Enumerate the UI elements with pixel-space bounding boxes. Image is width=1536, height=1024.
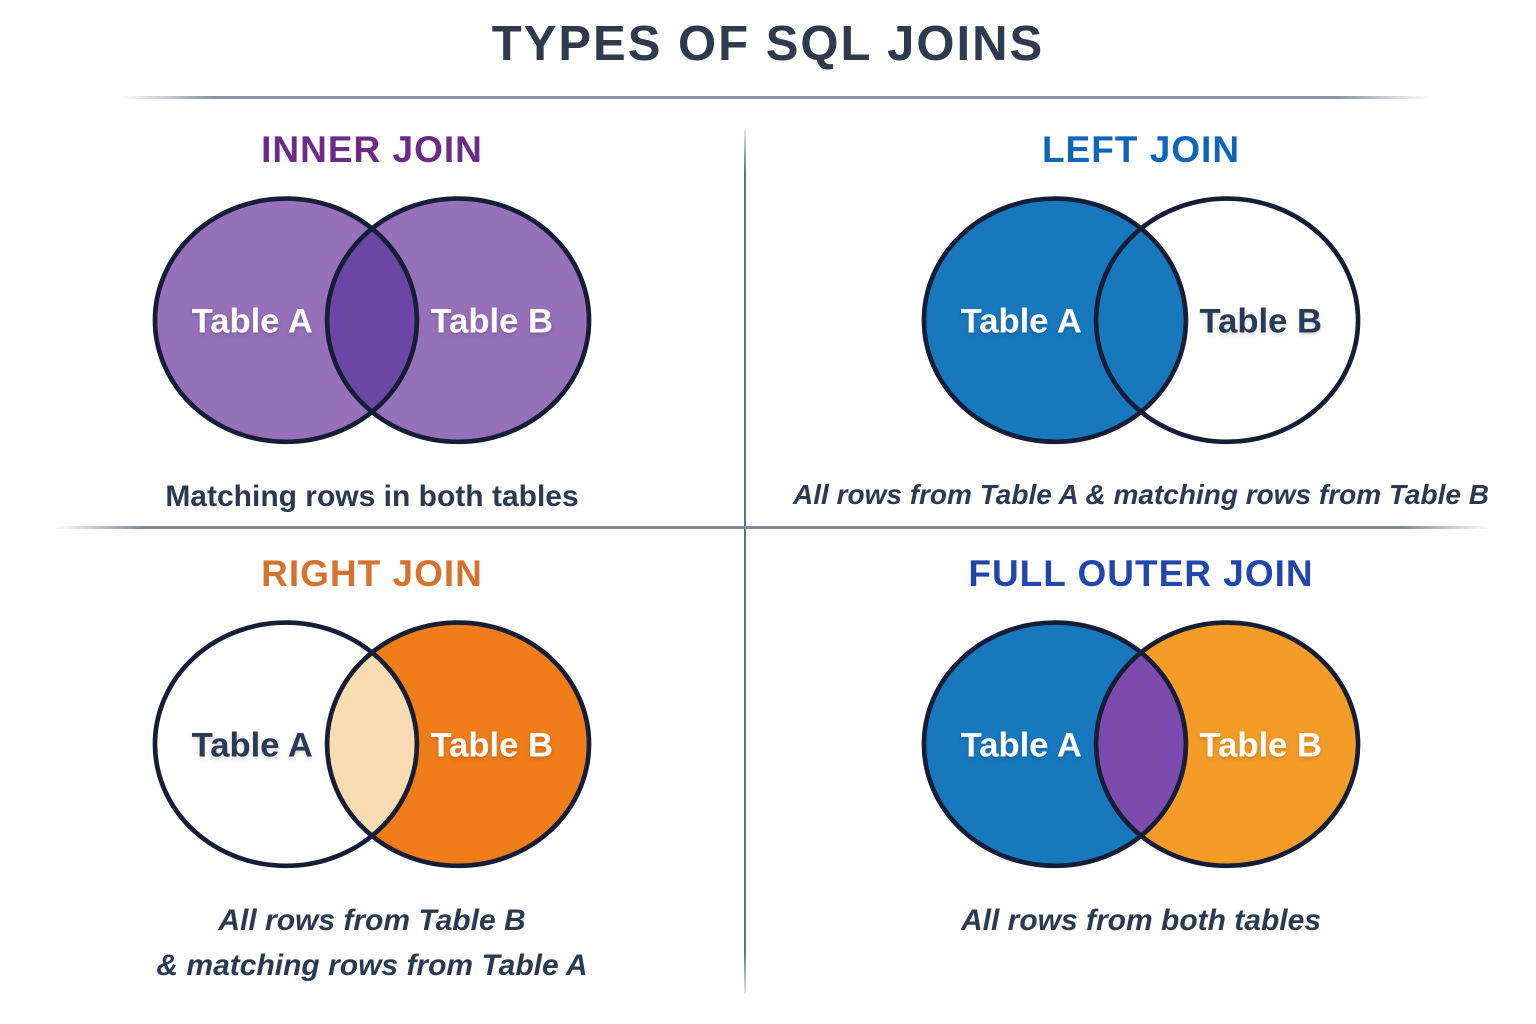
inner-join-caption: Matching rows in both tables xyxy=(165,474,578,519)
page-title: TYPES OF SQL JOINS xyxy=(491,17,1045,71)
caption-line: All rows from Table B xyxy=(218,904,526,938)
circle-b-outline xyxy=(324,196,592,445)
table-a-label: Table A xyxy=(192,727,313,765)
overlap-shape xyxy=(327,198,417,443)
overlap-shape xyxy=(327,622,417,867)
left-join-heading: LEFT JOIN xyxy=(1041,129,1241,170)
circle-b-outline xyxy=(1093,620,1361,869)
table-b-label: Table B xyxy=(431,727,553,765)
quadrant-divider-horizontal xyxy=(55,526,1490,529)
table-a-label: Table A xyxy=(961,303,1082,341)
caption-line: & matching rows from Table A xyxy=(156,949,588,983)
quadrant-divider-vertical xyxy=(744,130,746,994)
inner-join-heading: INNER JOIN xyxy=(261,129,483,170)
caption-line: Matching rows in both tables xyxy=(165,480,579,514)
right-join-heading: RIGHT JOIN xyxy=(261,553,483,594)
title-divider xyxy=(120,96,1430,99)
right-join-venn-diagram: Table A Table B xyxy=(72,602,672,892)
table-b-label: Table B xyxy=(1200,303,1322,341)
quadrant-left-join: LEFT JOIN Table A Table B All rows from … xyxy=(746,112,1536,526)
left-join-venn-svg: Table A Table B xyxy=(921,196,1361,445)
circle-a-outline xyxy=(921,620,1189,869)
left-join-venn-diagram: Table A Table B xyxy=(841,178,1441,468)
overlap-shape xyxy=(1096,198,1186,443)
table-a-label: Table A xyxy=(192,303,313,341)
quadrant-right-join: RIGHT JOIN Table A Table B All rows from… xyxy=(0,530,744,1024)
overlap-shape xyxy=(1096,622,1186,867)
full-outer-join-caption: All rows from both tables xyxy=(961,898,1321,943)
table-b-label: Table B xyxy=(431,303,553,341)
left-join-caption: All rows from Table A & matching rows fr… xyxy=(793,474,1489,516)
circle-b-outline xyxy=(1093,196,1361,445)
right-join-caption: All rows from Table B & matching rows fr… xyxy=(156,898,587,988)
circle-a-outline xyxy=(152,196,420,445)
caption-line: All rows from both tables xyxy=(960,904,1322,938)
inner-join-venn-svg: Table A Table B xyxy=(152,196,592,445)
circle-a-outline xyxy=(921,196,1189,445)
table-a-label: Table A xyxy=(961,727,1082,765)
right-join-venn-svg: Table A Table B xyxy=(152,620,592,869)
quadrant-full-outer-join: FULL OUTER JOIN Table A Table B All rows… xyxy=(746,530,1536,1024)
table-b-label: Table B xyxy=(1200,727,1322,765)
quadrant-inner-join: INNER JOIN Table A Table B Matching rows… xyxy=(0,112,744,526)
circle-b-outline xyxy=(324,620,592,869)
caption-line: All rows from Table A & matching rows fr… xyxy=(793,479,1489,511)
full-outer-join-venn-svg: Table A Table B xyxy=(921,620,1361,869)
circle-a-outline xyxy=(152,620,420,869)
full-outer-join-heading: FULL OUTER JOIN xyxy=(968,553,1314,594)
inner-join-venn-diagram: Table A Table B xyxy=(72,178,672,468)
full-outer-join-venn-diagram: Table A Table B xyxy=(841,602,1441,892)
